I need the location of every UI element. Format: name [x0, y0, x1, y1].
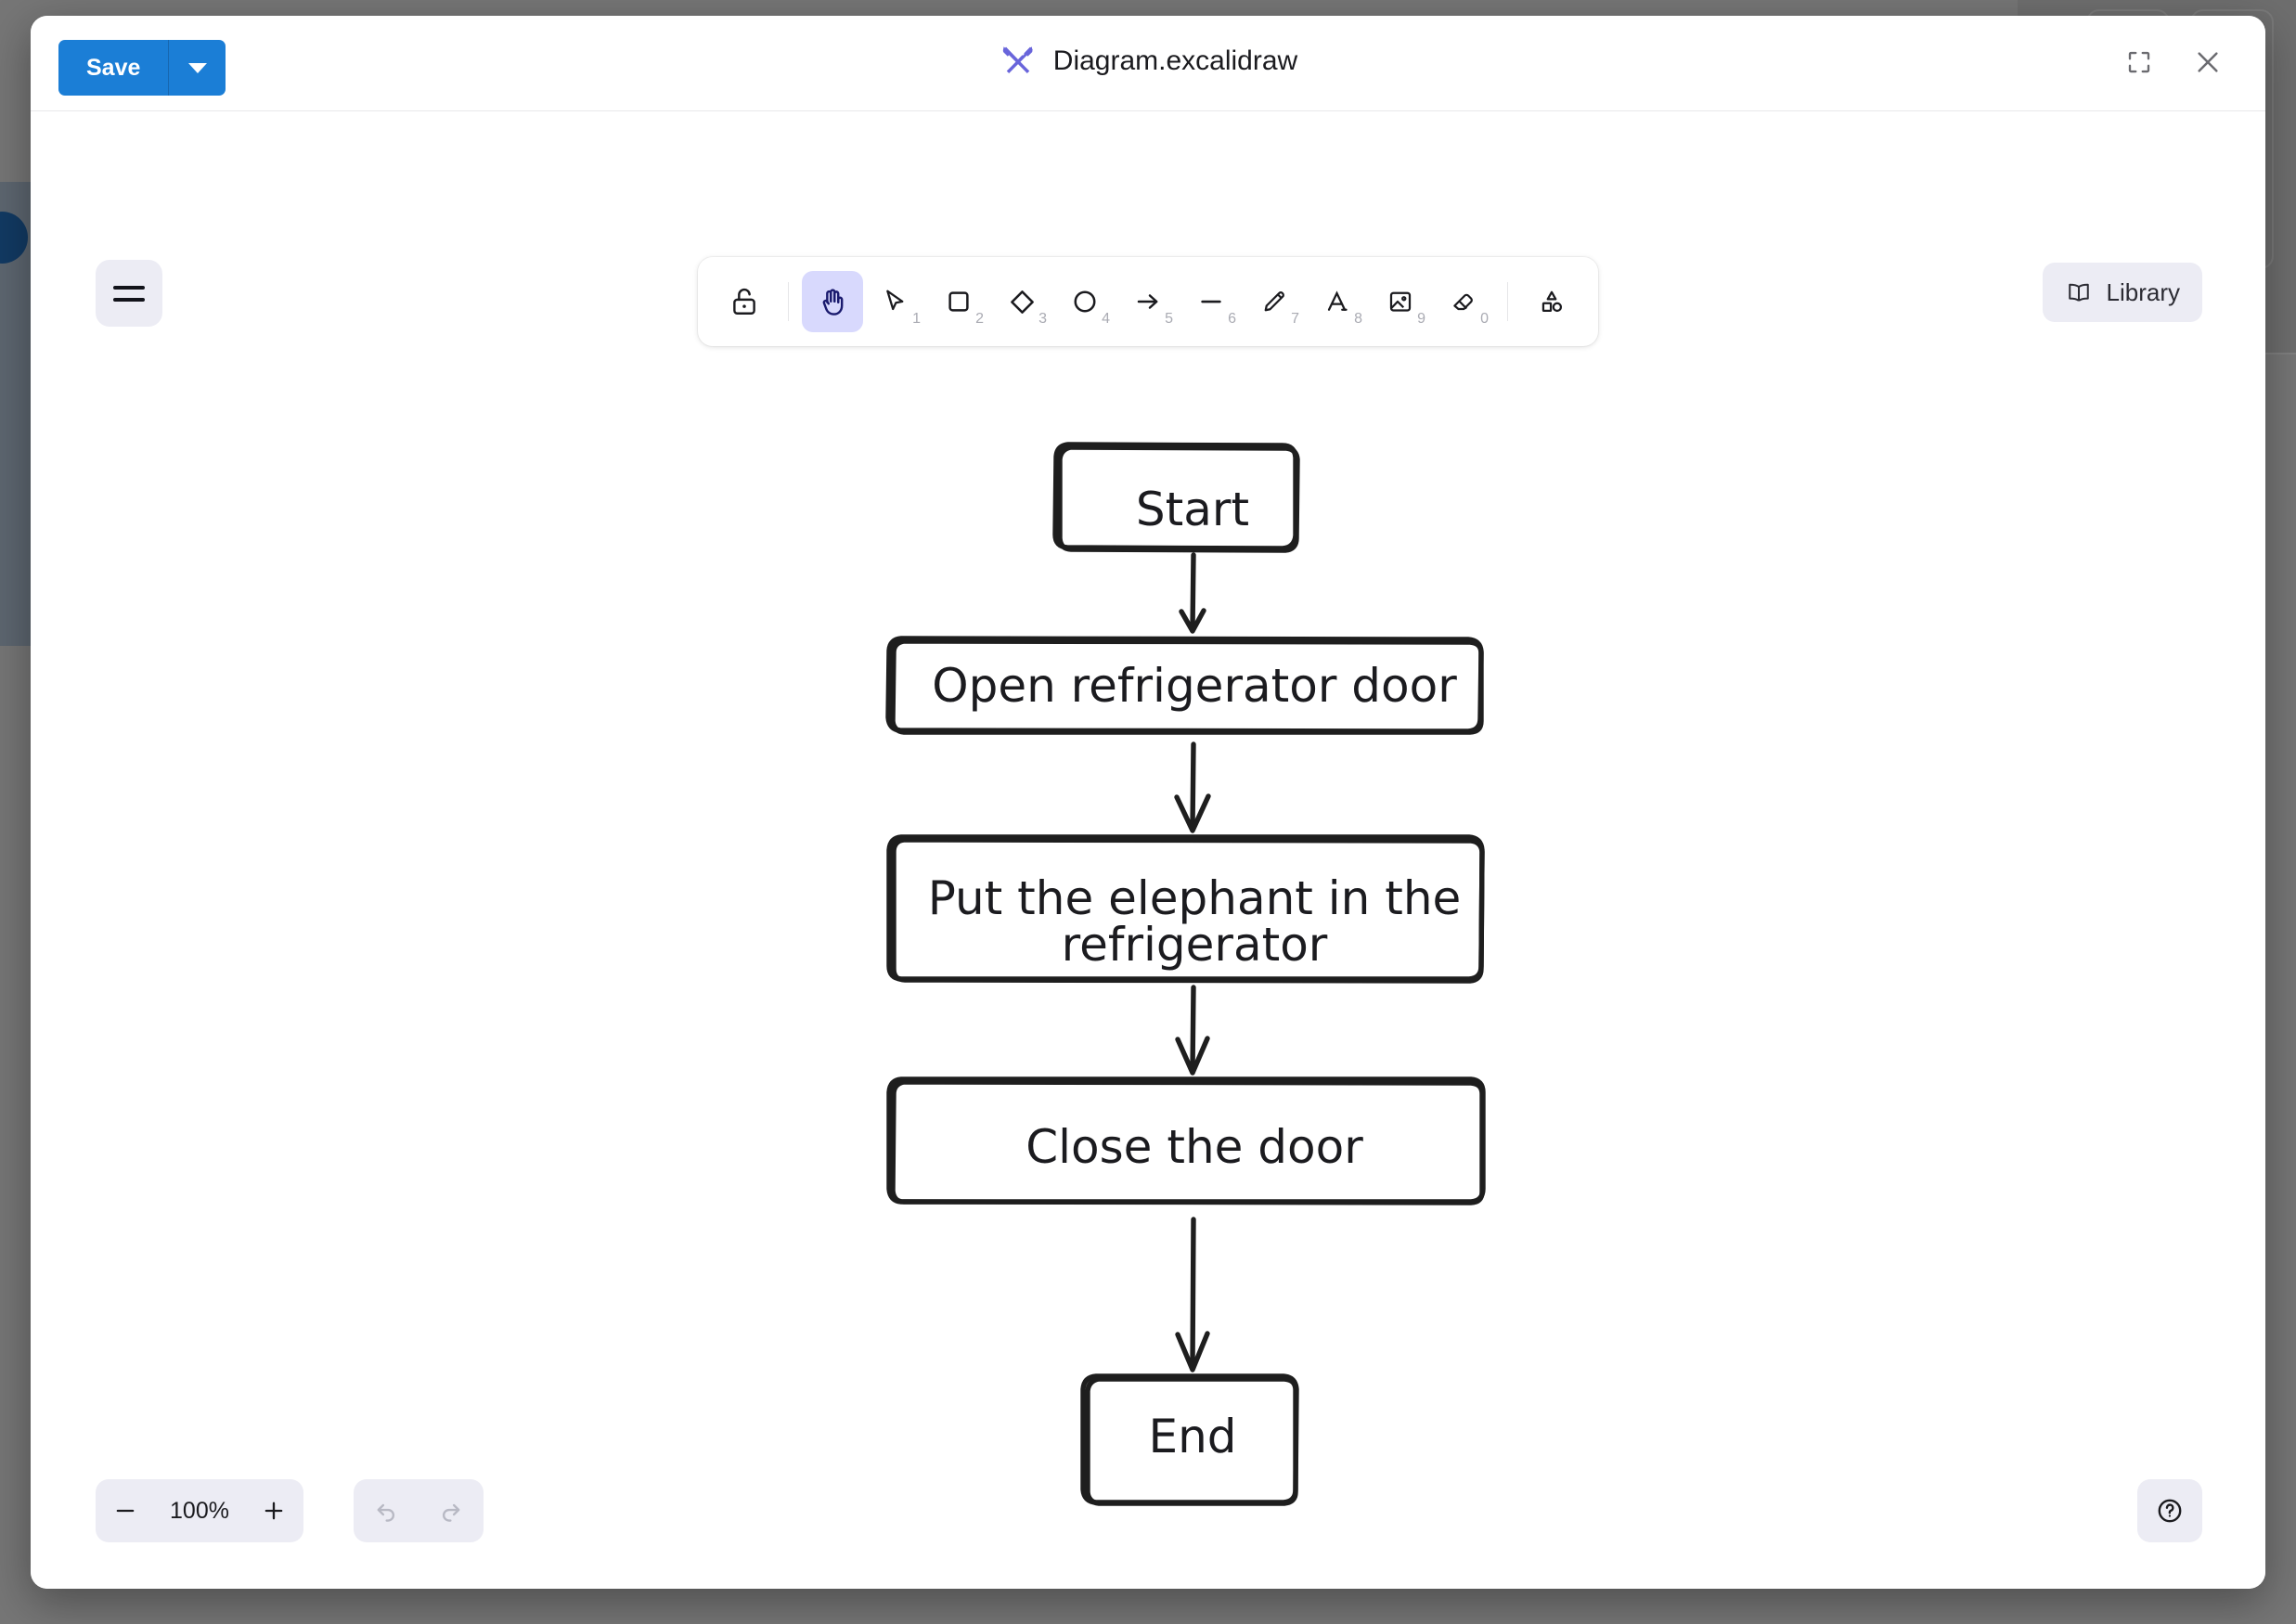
unlock-icon — [733, 288, 755, 315]
tool-shortcut: 4 — [1102, 311, 1110, 327]
text-a-icon — [1327, 290, 1348, 311]
arrow-tool[interactable]: 5 — [1117, 271, 1179, 332]
minus-icon — [116, 1509, 135, 1513]
tool-shortcut: 5 — [1165, 311, 1173, 327]
node-start-label: Start — [1136, 483, 1249, 536]
tool-shortcut: 0 — [1480, 311, 1489, 327]
library-button[interactable]: Library — [2042, 263, 2202, 322]
book-icon — [2068, 283, 2089, 302]
eraser-tool[interactable]: 0 — [1433, 271, 1494, 332]
line-icon — [1201, 300, 1221, 303]
hamburger-line — [113, 297, 145, 302]
node-close-label: Close the door — [1025, 1120, 1363, 1174]
tool-shortcut: 3 — [1038, 311, 1047, 327]
eraser-icon — [1453, 293, 1473, 311]
excalidraw-logo-icon — [1002, 46, 1033, 73]
library-label: Library — [2106, 277, 2180, 306]
node-open-label: Open refrigerator door — [932, 659, 1457, 713]
node-put — [886, 834, 1485, 984]
zoom-in-button[interactable] — [244, 1479, 303, 1542]
ellipse-tool[interactable]: 4 — [1054, 271, 1116, 332]
fullscreen-icon — [2128, 51, 2150, 73]
image-tool[interactable]: 9 — [1370, 271, 1431, 332]
drawing-canvas[interactable]: 1 2 3 4 — [31, 111, 2265, 1589]
window-title: Diagram.excalidraw — [1052, 45, 1298, 76]
zoom-level-value[interactable]: 100% — [170, 1497, 229, 1524]
close-icon — [2198, 52, 2218, 72]
tool-shortcut: 8 — [1354, 311, 1362, 327]
shapes-icon — [1541, 290, 1563, 313]
hamburger-menu-icon[interactable] — [96, 260, 162, 327]
save-button-group: Save — [58, 40, 226, 96]
close-button[interactable] — [2184, 38, 2232, 86]
rectangle-tool[interactable]: 2 — [928, 271, 989, 332]
diamond-tool[interactable]: 3 — [991, 271, 1052, 332]
circle-icon — [1074, 290, 1096, 313]
zoom-out-button[interactable] — [96, 1479, 155, 1542]
redo-button[interactable] — [419, 1479, 484, 1542]
edge-open-put — [1174, 741, 1211, 833]
node-start — [1052, 442, 1300, 553]
draw-tool[interactable]: 7 — [1244, 271, 1305, 332]
hamburger-line — [113, 285, 145, 290]
node-close — [886, 1076, 1486, 1205]
tool-island: 1 2 3 4 — [698, 257, 1598, 346]
hand-icon — [822, 289, 844, 316]
redo-icon — [442, 1503, 460, 1522]
node-end — [1080, 1373, 1299, 1506]
text-tool[interactable]: 8 — [1307, 271, 1368, 332]
question-mark-icon — [2158, 1499, 2182, 1523]
chevron-down-icon — [187, 62, 207, 73]
shapes-tool[interactable] — [1521, 271, 1582, 332]
pencil-icon — [1264, 291, 1284, 312]
plus-icon — [264, 1502, 283, 1520]
node-end-label: End — [1148, 1410, 1236, 1463]
undo-icon — [377, 1503, 395, 1522]
save-dropdown-button[interactable] — [168, 40, 226, 96]
window-controls — [2115, 38, 2232, 86]
node-put-label-line2: refrigerator — [1062, 918, 1328, 972]
title-bar: Save Diagram.excalidraw — [31, 16, 2265, 111]
node-open — [885, 636, 1484, 735]
hand-tool[interactable] — [802, 271, 863, 332]
edge-close-end — [1175, 1217, 1210, 1373]
zoom-control-group: 100% — [96, 1479, 303, 1542]
selection-tool[interactable]: 1 — [865, 271, 926, 332]
history-control-group — [354, 1479, 484, 1542]
help-button[interactable] — [2137, 1479, 2202, 1542]
window-title-area: Diagram.excalidraw — [31, 42, 2265, 81]
tool-shortcut: 1 — [912, 311, 921, 327]
tool-shortcut: 9 — [1417, 311, 1425, 327]
undo-button[interactable] — [354, 1479, 419, 1542]
cursor-icon — [886, 290, 904, 311]
node-put-label-line1: Put the elephant in the — [928, 871, 1462, 925]
fullscreen-button[interactable] — [2115, 38, 2163, 86]
tool-shortcut: 2 — [975, 311, 984, 327]
square-icon — [948, 291, 969, 312]
edge-start-open — [1179, 552, 1206, 634]
tool-shortcut: 7 — [1291, 311, 1299, 327]
toolbar-separator — [1507, 282, 1508, 321]
lock-tool[interactable] — [714, 271, 775, 332]
toolbar-separator — [788, 282, 789, 321]
excalidraw-modal: Save Diagram.excalidraw — [31, 16, 2265, 1589]
image-icon — [1389, 291, 1412, 312]
edge-put-close — [1175, 985, 1210, 1076]
arrow-icon — [1137, 294, 1158, 309]
line-tool[interactable]: 6 — [1180, 271, 1242, 332]
diamond-icon — [1010, 290, 1034, 314]
tool-shortcut: 6 — [1228, 311, 1236, 327]
save-button[interactable]: Save — [58, 40, 169, 96]
